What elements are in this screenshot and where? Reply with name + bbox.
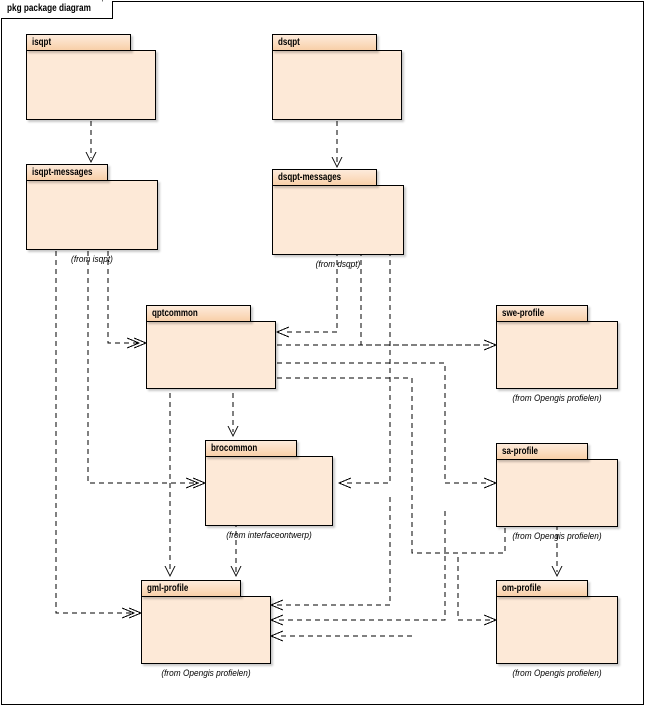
- package-tab: gml-profile: [141, 580, 241, 597]
- package-body: [496, 596, 618, 664]
- package-origin-note: (from Opengis profielen): [161, 668, 251, 678]
- package-body: [26, 50, 156, 120]
- arrowhead-icon: [269, 614, 284, 626]
- arrowhead-icon: [185, 477, 200, 489]
- dep-dsqpt-messages-qptcommon: [283, 251, 338, 333]
- package-brocommon[interactable]: brocommon (from interfaceontwerp): [205, 440, 339, 550]
- package-body: [272, 50, 402, 120]
- arrowhead-icon: [85, 151, 97, 164]
- package-tab: isqpt: [26, 34, 131, 51]
- dep-dsqpt-messages-gml-profile: [277, 497, 391, 606]
- package-om-profile[interactable]: om-profile (from Opengis profielen): [496, 580, 624, 688]
- arrowhead-icon: [121, 607, 136, 619]
- package-body: [205, 456, 333, 526]
- package-tab: dsqpt-messages: [272, 169, 377, 186]
- package-name: gml-profile: [147, 583, 189, 594]
- package-body: [146, 321, 276, 389]
- package-tab: dsqpt: [272, 34, 377, 51]
- package-name: dsqpt: [278, 37, 300, 48]
- package-tab: brocommon: [205, 440, 297, 457]
- package-origin-note: (from interfaceontwerp): [226, 530, 312, 540]
- arrowhead-icon: [337, 477, 352, 489]
- package-name: qptcommon: [152, 308, 198, 319]
- package-name: swe-profile: [502, 308, 545, 319]
- package-name: sa-profile: [502, 446, 539, 457]
- arrowhead-icon: [331, 156, 343, 169]
- dep-isqpt-messages-brocommon: [87, 251, 199, 484]
- arrowhead-icon: [551, 565, 563, 578]
- package-dsqpt-messages[interactable]: dsqpt-messages (from dsqpt): [272, 169, 410, 279]
- package-origin-note: (from dsqpt): [315, 259, 361, 269]
- dep-dsqpt-messages-brocommon: [345, 251, 391, 484]
- dep-sa-profile-route-stub: [458, 519, 506, 554]
- package-tab: swe-profile: [496, 305, 588, 322]
- package-name: isqpt: [32, 37, 52, 48]
- arrowhead-icon: [227, 425, 239, 438]
- package-origin-note: (from Opengis profielen): [512, 668, 602, 678]
- package-body: [141, 596, 271, 664]
- arrowhead-icon: [230, 565, 242, 578]
- dep-sa-profile-gml-profile: [277, 511, 446, 621]
- package-qptcommon[interactable]: qptcommon: [146, 305, 282, 413]
- package-name: isqpt-messages: [32, 167, 93, 178]
- arrowhead-icon: [269, 630, 284, 642]
- dep-qptcommon-sa-profile: [277, 362, 490, 484]
- package-name: brocommon: [211, 443, 258, 454]
- package-tab: isqpt-messages: [26, 164, 108, 181]
- package-body: [496, 321, 618, 389]
- package-tab: qptcommon: [146, 305, 251, 322]
- package-swe-profile[interactable]: swe-profile (from Opengis profielen): [496, 305, 624, 413]
- package-name: om-profile: [502, 583, 542, 594]
- package-isqpt[interactable]: isqpt: [26, 34, 162, 144]
- package-tab: om-profile: [496, 580, 588, 597]
- package-name: dsqpt-messages: [278, 172, 342, 183]
- dep-isqpt-messages-gml-profile: [55, 251, 135, 614]
- diagram-title: pkg package diagram: [7, 3, 91, 14]
- diagram-frame-tab: pkg package diagram: [1, 1, 113, 19]
- package-body: [26, 180, 158, 250]
- package-origin-note: (from isqpt): [71, 254, 113, 264]
- package-gml-profile[interactable]: gml-profile (from Opengis profielen): [141, 580, 277, 688]
- arrowhead-icon: [126, 337, 141, 349]
- package-body: [496, 459, 618, 527]
- dep-dsqpt-messages-swe-profile: [360, 251, 490, 346]
- arrowhead-icon: [269, 599, 284, 611]
- arrowhead-icon: [164, 565, 176, 578]
- package-body: [272, 185, 404, 255]
- package-isqpt-messages[interactable]: isqpt-messages (from isqpt): [26, 164, 164, 274]
- dep-isqpt-messages-qptcommon: [107, 251, 140, 344]
- package-tab: sa-profile: [496, 443, 588, 460]
- package-dsqpt[interactable]: dsqpt: [272, 34, 408, 144]
- arrowhead-icon: [275, 326, 290, 338]
- package-origin-note: (from Opengis profielen): [512, 393, 602, 403]
